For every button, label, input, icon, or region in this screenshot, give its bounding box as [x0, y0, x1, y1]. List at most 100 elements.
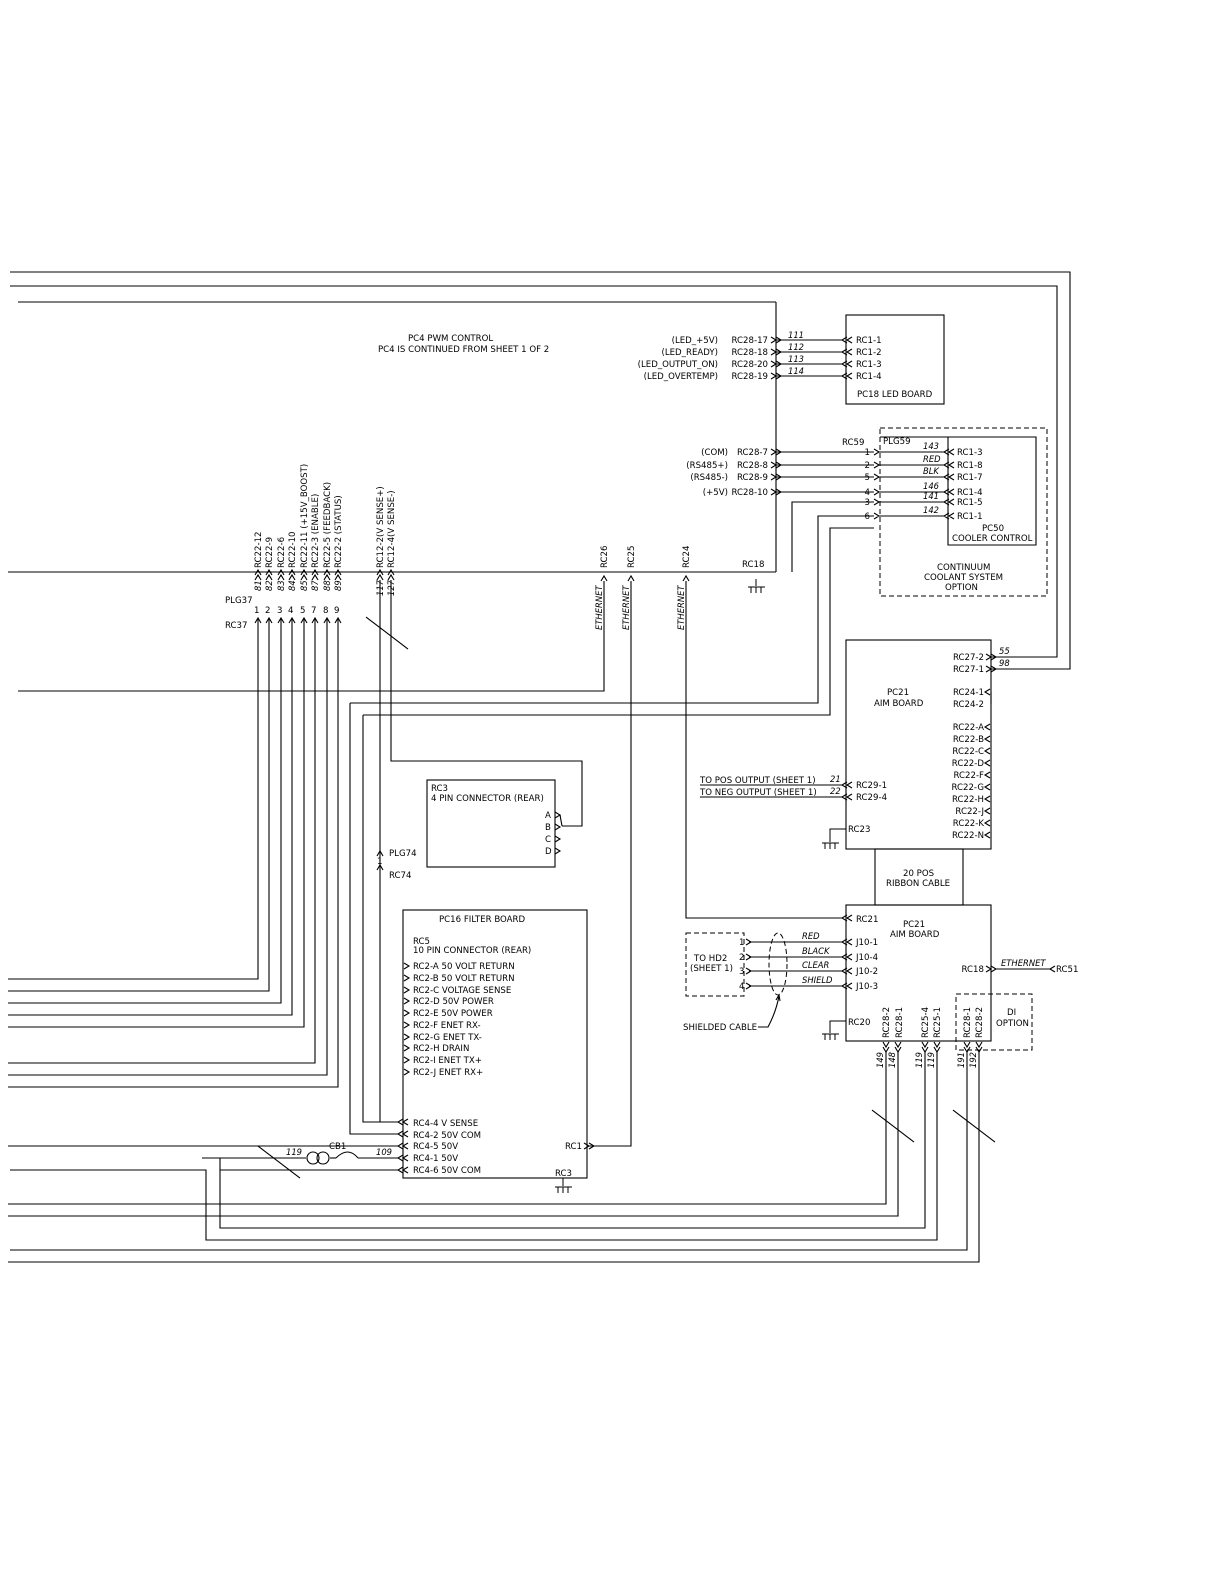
pc18-pin: RC28-20	[731, 360, 768, 370]
rc18-label: RC18	[742, 560, 764, 570]
pc18-signal: (LED_READY)	[661, 348, 718, 358]
rc22-connectors: RC22-12 RC22-9 RC22-6 RC22-10 RC22-11 (+…	[8, 464, 344, 1088]
j10-color: RED	[802, 931, 820, 941]
pc18-pin: RC28-19	[731, 372, 768, 382]
rc22-pin: RC22-10	[288, 531, 298, 568]
hd2-pin: 3	[739, 967, 744, 977]
rc1-label: RC1	[565, 1142, 582, 1152]
rc2-pin: RC2-C VOLTAGE SENSE	[413, 986, 511, 996]
rc2-pin: RC2-F ENET RX-	[413, 1021, 481, 1031]
rc22-pin: RC22-6	[277, 537, 287, 568]
rc21-connector	[840, 914, 853, 922]
pc18-label: PC18 LED BOARD	[857, 390, 933, 400]
hd2-box	[685, 932, 745, 997]
bottom-wire: 191	[956, 1052, 966, 1068]
rc22-wire: 87	[310, 580, 320, 591]
pc18-signal: (LED_OVERTEMP)	[644, 372, 718, 382]
pc50-dest-pin: RC1-7	[957, 473, 983, 483]
rc22-pin: RC22-2 (STATUS)	[334, 495, 344, 568]
di-label-1: DI	[1007, 1008, 1016, 1018]
rc27-wire: 55	[999, 646, 1010, 656]
rc22-pin: RC22-5 (FEEDBACK)	[323, 482, 333, 568]
pc50-dest-pin: RC1-1	[957, 512, 983, 522]
pc50-wire: 142	[923, 505, 939, 515]
rc22-right-pin: RC22-F	[953, 771, 984, 781]
rc29-pin: RC29-1	[856, 781, 887, 791]
pc18-dest-pin: RC1-1	[856, 336, 882, 346]
rc4-pin: RC4-2 50V COM	[413, 1131, 481, 1141]
pc50-wire: 146	[923, 481, 939, 491]
pc50-label-1: PC50	[982, 524, 1004, 534]
rc5-label-1: RC5	[413, 937, 430, 947]
title-line-2: PC4 IS CONTINUED FROM SHEET 1 OF 2	[378, 345, 549, 355]
pc16-filter-board	[402, 909, 588, 1179]
rc20-ground-symbol	[822, 1033, 839, 1040]
rc22-pin: RC22-9	[265, 537, 275, 568]
pc50-signal: (COM)	[701, 448, 728, 458]
pc18-wire: 111	[788, 330, 804, 340]
pc50-dest-pin: RC1-3	[957, 448, 983, 458]
plg59-pin: 5	[865, 473, 870, 483]
rc2-pins: RC2-A 50 VOLT RETURN RC2-B 50 VOLT RETUR…	[403, 962, 515, 1078]
plg37-pin: 5	[300, 606, 305, 616]
pc18-signal: (LED_+5V)	[672, 336, 718, 346]
pc50-source: RC28-9	[737, 473, 768, 483]
plg37-pin: 3	[277, 606, 282, 616]
rc22-right-pin: RC22-K	[953, 819, 985, 829]
rc3-pin: A	[545, 811, 551, 821]
option-label-2: COOLANT SYSTEM	[924, 573, 1003, 583]
rc2-pin: RC2-A 50 VOLT RETURN	[413, 962, 515, 972]
rc3-4-pin-connector	[426, 779, 556, 868]
option-label-1: CONTINUUM	[937, 563, 990, 573]
pc21-bottom-label-2: AIM BOARD	[890, 930, 940, 940]
pc21-top-label-2: AIM BOARD	[874, 699, 924, 709]
rc22-pin: RC22-12	[254, 531, 264, 568]
rc12-pin: RC12-4(V SENSE-)	[387, 490, 397, 568]
option-label-3: OPTION	[945, 583, 978, 593]
ethernet-wire: ETHERNET	[594, 585, 604, 630]
output-wire: 21	[830, 774, 841, 784]
ethernet-connector: RC24	[682, 546, 692, 568]
plg37-pin: 8	[323, 606, 328, 616]
rc2-pin: RC2-G ENET TX-	[413, 1033, 482, 1043]
plg59-pin: 6	[865, 512, 870, 522]
rc27-pin: RC27-1	[953, 665, 984, 675]
rc74-label: RC74	[389, 871, 411, 881]
rc4-pin: RC4-4 V SENSE	[413, 1119, 478, 1129]
rc22-right-pin: RC22-B	[953, 735, 984, 745]
pc50-wire: RED	[923, 454, 941, 464]
shielded-cable-label: SHIELDED CABLE	[683, 1023, 757, 1033]
rc22-pin: RC22-11 (+15V_BOOST)	[300, 464, 310, 568]
plg59-pin: 2	[865, 461, 870, 471]
pc18-dest-pin: RC1-3	[856, 360, 882, 370]
pc50-label-2: COOLER CONTROL	[952, 534, 1033, 544]
pc21-top-left-pins: TO POS OUTPUT (SHEET 1) TO NEG OUTPUT (S…	[699, 774, 887, 849]
hd2-label-2: (SHEET 1)	[690, 964, 733, 974]
pc50-source: RC28-7	[737, 448, 768, 458]
rc22-right-pin: RC22-H	[952, 795, 984, 805]
rc20-ground	[829, 1020, 846, 1033]
j10-pin: J10-3	[855, 982, 878, 992]
rc22-wire: 84	[287, 580, 297, 591]
rc24-pin: RC24-2	[953, 700, 984, 710]
j10-pin: J10-2	[855, 967, 878, 977]
rc24-pin: RC24-1	[953, 688, 984, 698]
plg74-connector	[376, 849, 384, 871]
rc12-pin: RC12-2(V SENSE+)	[376, 486, 386, 568]
plg59-label: PLG59	[883, 437, 911, 447]
wire-top-inner	[10, 285, 1058, 658]
output-wire: 22	[830, 786, 841, 796]
pc18-wire: 112	[788, 342, 804, 352]
rc37-label: RC37	[225, 621, 247, 631]
rc22-wire: 82	[264, 580, 274, 591]
plg74-label: PLG74	[389, 849, 417, 859]
rc4-pins: RC4-4 V SENSE RC4-2 50V COM RC4-5 50V RC…	[8, 1118, 481, 1176]
pc16-title: PC16 FILTER BOARD	[439, 915, 526, 925]
pos-output-label: TO POS OUTPUT (SHEET 1)	[699, 776, 816, 786]
pc21-bottom-right: RC18 ETHERNET RC51	[962, 958, 1079, 975]
bottom-pin: RC25-1	[933, 1007, 943, 1038]
pc18-wiring: RC28-17 RC28-18 RC28-20 RC28-19 (LED_+5V…	[638, 330, 882, 382]
wire-top-outer	[10, 271, 1071, 670]
hd2-label-1: TO HD2	[693, 954, 727, 964]
